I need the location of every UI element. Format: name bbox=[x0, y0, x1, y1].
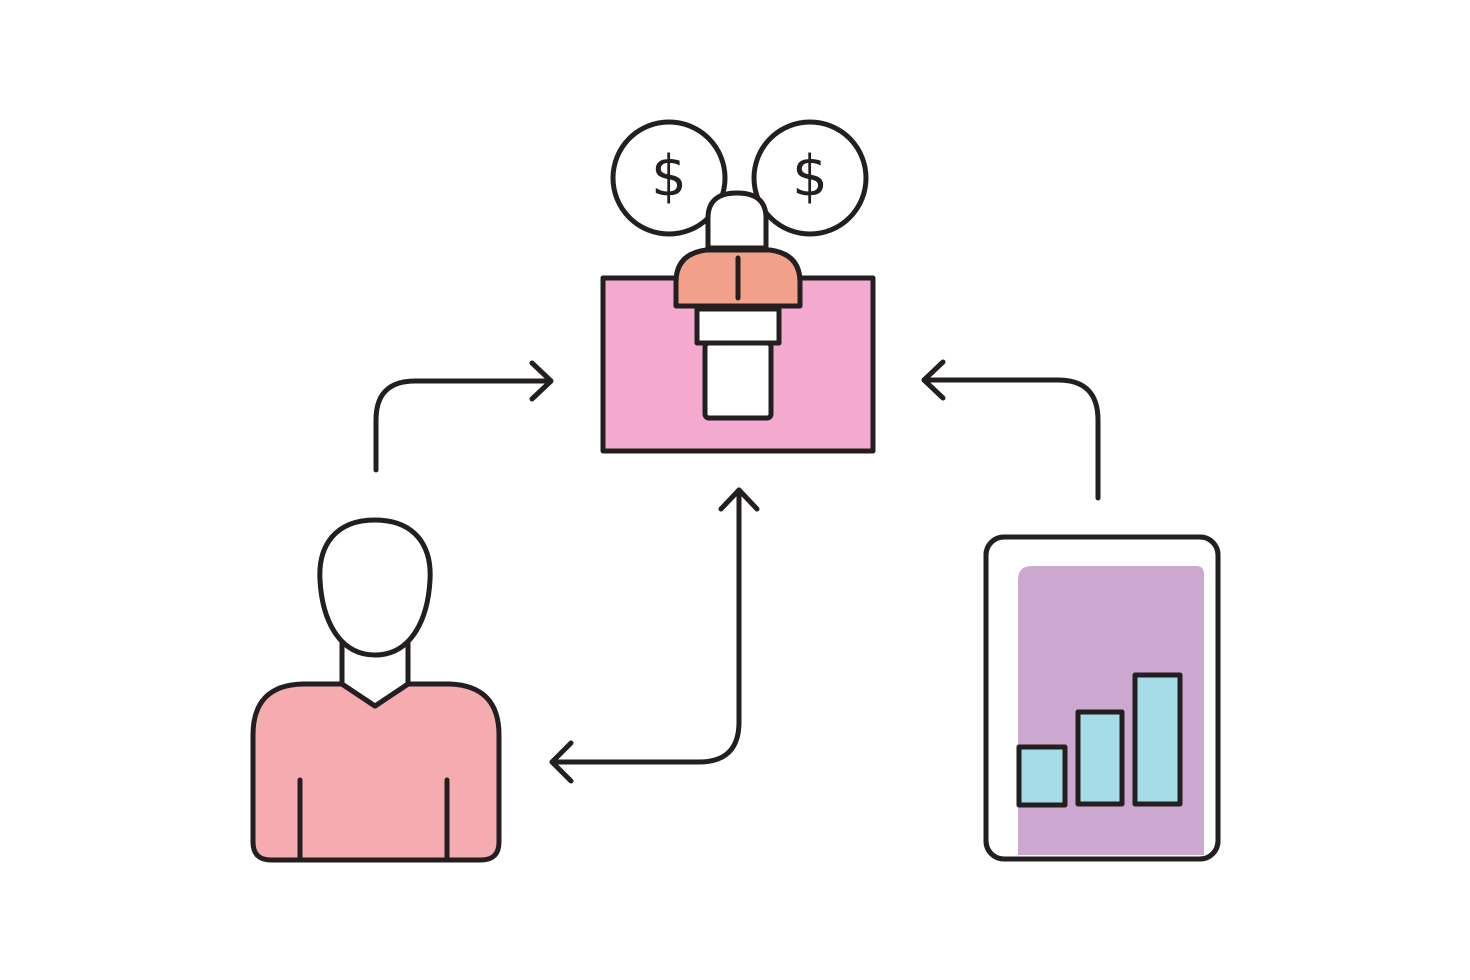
chart-bar bbox=[1075, 709, 1125, 807]
speaker-at-podium-icon bbox=[600, 190, 876, 454]
person-body bbox=[250, 681, 502, 863]
dollar-coin-icon: $ bbox=[610, 119, 728, 237]
tablet-outline bbox=[983, 534, 1221, 862]
arrow-person-to-board bbox=[373, 360, 554, 473]
chart-bar bbox=[1132, 672, 1183, 807]
dollar-coin-icon: $ bbox=[751, 119, 869, 237]
podium-top bbox=[694, 306, 782, 346]
speaker-head bbox=[705, 190, 769, 251]
person-head bbox=[317, 517, 433, 658]
chart-bar bbox=[1016, 744, 1068, 808]
arrow-board-person-bidirectional bbox=[549, 487, 760, 784]
coin-symbol: $ bbox=[651, 144, 687, 209]
podium-stand bbox=[702, 340, 774, 421]
tablet-bar-chart-icon bbox=[983, 534, 1221, 862]
arrow-tablet-to-board bbox=[921, 359, 1101, 501]
coin-symbol: $ bbox=[792, 144, 828, 209]
person-icon bbox=[250, 517, 502, 863]
